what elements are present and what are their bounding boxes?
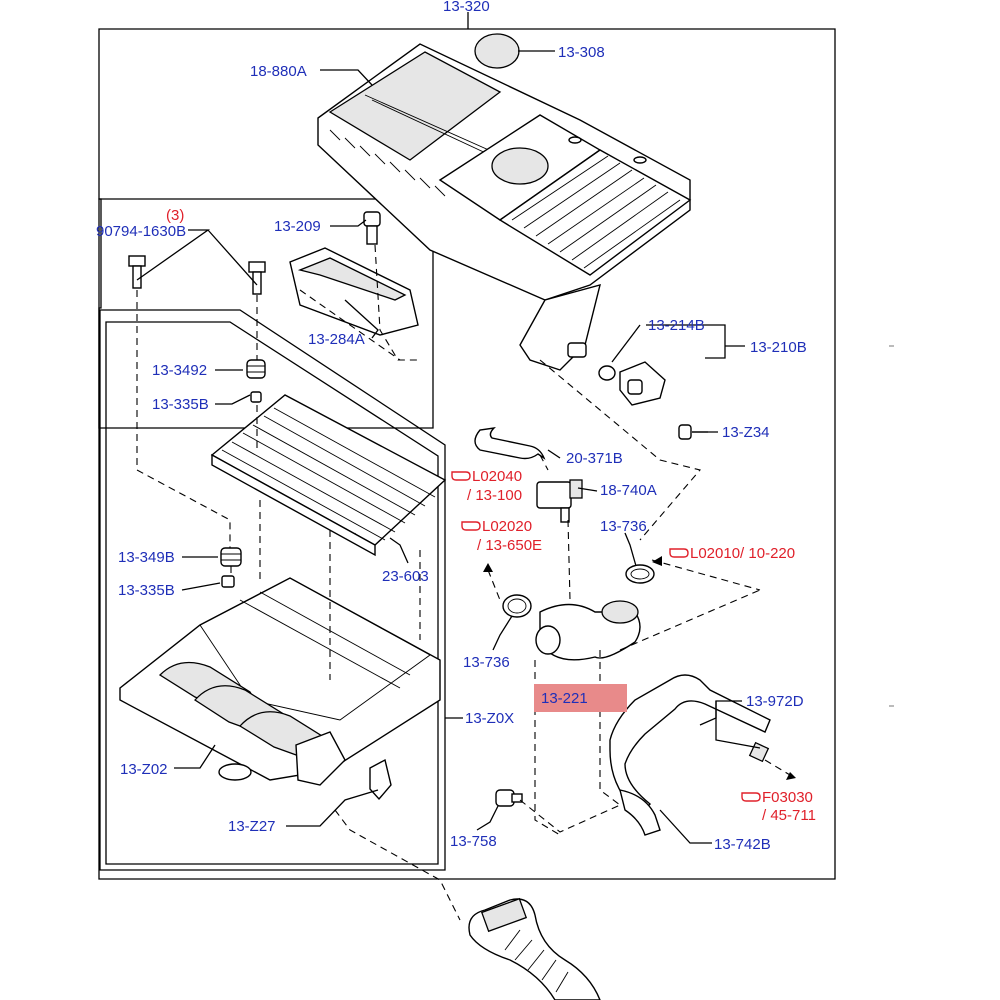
- label-13-3492[interactable]: 13-3492: [152, 362, 207, 379]
- margin-marks: [889, 345, 894, 707]
- label-13-209[interactable]: 13-209: [274, 218, 321, 235]
- clip: [363, 211, 381, 245]
- label-90794-1630b[interactable]: 90794-1630B: [96, 223, 186, 240]
- label-13-972d[interactable]: 13-972D: [746, 693, 804, 710]
- assembly-dashed-lines: [136, 244, 791, 921]
- label-13-z34[interactable]: 13-Z34: [722, 424, 770, 441]
- collar-lower: [221, 575, 235, 588]
- label-13-210b[interactable]: 13-210B: [750, 339, 807, 356]
- reference-l02010[interactable]: L02010/ 10-220: [690, 545, 795, 562]
- pointing-hand-icon: [451, 471, 761, 802]
- hose-clamp-upper: [625, 564, 655, 584]
- airflow-sensor: [619, 361, 666, 406]
- label-18-740a[interactable]: 18-740A: [600, 482, 657, 499]
- reference-45-711[interactable]: / 45-711: [762, 807, 816, 824]
- hose-clamp-lower: [502, 594, 532, 618]
- intake-elbow: [535, 600, 641, 661]
- reference-f03030[interactable]: F03030: [762, 789, 813, 806]
- lower-case-frame: [99, 309, 446, 871]
- label-13-z0x[interactable]: 13-Z0X: [465, 710, 514, 727]
- label-18-880a[interactable]: 18-880A: [250, 63, 307, 80]
- reference-13-100[interactable]: / 13-100: [467, 487, 522, 504]
- o-ring: [598, 365, 616, 381]
- leader-lines: [136, 50, 761, 844]
- label-13-z02[interactable]: 13-Z02: [120, 761, 168, 778]
- air-intake-duct: [468, 897, 601, 1000]
- label-13-284a[interactable]: 13-284A: [308, 331, 365, 348]
- round-seal: [474, 33, 520, 69]
- label-quantity: (3): [166, 207, 184, 224]
- label-13-214b[interactable]: 13-214B: [648, 317, 705, 334]
- collar-upper: [250, 391, 262, 403]
- highlight-box: [534, 684, 627, 712]
- grommet-lower: [220, 547, 242, 567]
- grommet-upper: [246, 359, 266, 379]
- air-cleaner-cover: [317, 43, 692, 371]
- label-13-758[interactable]: 13-758: [450, 833, 497, 850]
- bracket: [369, 758, 392, 801]
- label-13-335b-lower[interactable]: 13-335B: [118, 582, 175, 599]
- label-13-308[interactable]: 13-308: [558, 44, 605, 61]
- label-13-736-upper[interactable]: 13-736: [600, 518, 647, 535]
- solenoid-valve: [536, 479, 583, 523]
- label-13-221[interactable]: 13-221: [541, 690, 588, 707]
- air-filter-element: [210, 394, 447, 557]
- label-13-742b[interactable]: 13-742B: [714, 836, 771, 853]
- reference-13-650e[interactable]: / 13-650E: [477, 537, 542, 554]
- arrowheads: [483, 556, 796, 780]
- label-23-603[interactable]: 23-603: [382, 568, 429, 585]
- hose-fitting: [495, 789, 523, 807]
- part-labels: 13-320 13-308 18-880A (3) 90794-1630B 13…: [96, 0, 807, 853]
- label-13-320[interactable]: 13-320: [443, 0, 490, 15]
- label-13-335b-upper[interactable]: 13-335B: [152, 396, 209, 413]
- reference-labels: L02040 / 13-100 L02020 / 13-650E L02010/…: [467, 468, 816, 824]
- reference-l02040[interactable]: L02040: [472, 468, 522, 485]
- reference-l02020[interactable]: L02020: [482, 518, 532, 535]
- label-13-736-lower[interactable]: 13-736: [463, 654, 510, 671]
- resonator-duct: [289, 247, 419, 336]
- bolts: [128, 255, 266, 295]
- label-20-371b[interactable]: 20-371B: [566, 450, 623, 467]
- vacuum-hose: [474, 427, 546, 460]
- air-cleaner-case: [119, 577, 441, 786]
- label-13-z27[interactable]: 13-Z27: [228, 818, 276, 835]
- label-13-349b[interactable]: 13-349B: [118, 549, 175, 566]
- air-cleaner-cover-frame: [98, 198, 434, 429]
